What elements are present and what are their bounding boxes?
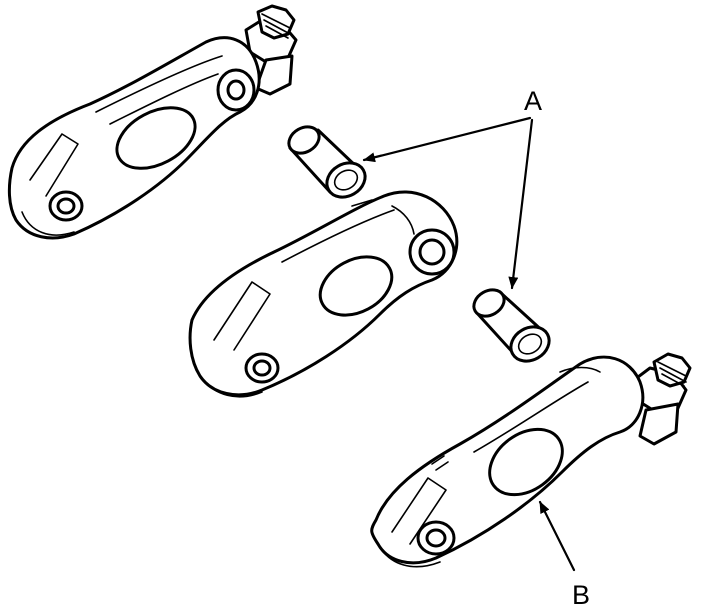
- callout-label-a: A: [524, 86, 542, 116]
- callout-b-leader: [538, 500, 576, 572]
- adjuster-nut-upper: [244, 4, 298, 96]
- rocker-arm-upper-left: [7, 4, 298, 240]
- rocker-arm-lower-right: [370, 352, 692, 568]
- callout-a-leaders: [362, 116, 534, 290]
- callout-label-b: B: [572, 580, 590, 610]
- bushing-upper: [287, 125, 367, 199]
- rocker-arm-middle: [188, 190, 459, 398]
- bushing-lower: [472, 288, 551, 363]
- adjuster-nut-lower: [632, 352, 692, 446]
